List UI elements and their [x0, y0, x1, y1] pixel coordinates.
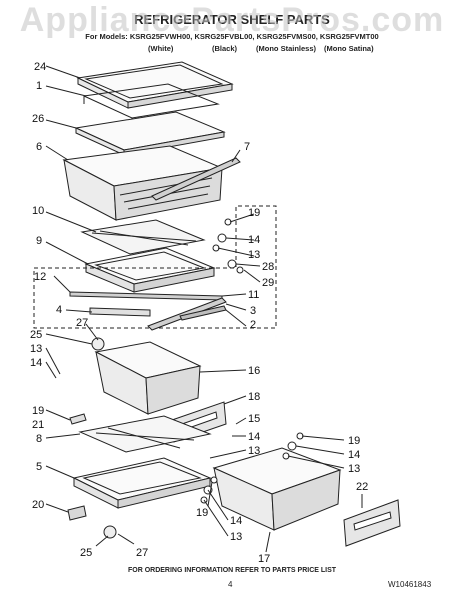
- part-8-glass: [78, 415, 212, 453]
- callout-14e: 14: [230, 515, 242, 527]
- part-9-crisper-cover: [84, 247, 216, 293]
- callout-29: 29: [262, 277, 274, 289]
- variant-black: (Black): [212, 44, 238, 53]
- callout-19c: 19: [348, 435, 360, 447]
- callout-14b: 14: [30, 357, 42, 369]
- variant-mono-stainless: (Mono Stainless): [256, 44, 317, 53]
- document-number: W10461843: [388, 580, 432, 589]
- callout-13b: 13: [30, 343, 42, 355]
- callout-8: 8: [36, 433, 42, 445]
- part-26-glass-shelf: [74, 111, 226, 156]
- callout-19b: 19: [32, 405, 44, 417]
- callout-14c: 14: [248, 431, 260, 443]
- callout-17: 17: [258, 553, 270, 565]
- callout-6: 6: [36, 141, 42, 153]
- callout-24: 24: [34, 61, 46, 73]
- part-24-glass-shelf: [76, 61, 234, 109]
- part-22-drawer-front: [343, 499, 401, 547]
- callout-14d: 14: [348, 449, 360, 461]
- callout-10: 10: [32, 205, 44, 217]
- callout-1: 1: [36, 80, 42, 92]
- part-10-glass-insert: [80, 219, 206, 255]
- callout-2: 2: [250, 319, 256, 331]
- callout-25a: 25: [30, 329, 42, 341]
- callout-9: 9: [36, 235, 42, 247]
- callout-22: 22: [356, 481, 368, 493]
- callout-28: 28: [262, 261, 274, 273]
- watermark: AppliancePartsPros.com: [19, 1, 445, 39]
- callout-11: 11: [248, 289, 259, 301]
- part-11-rail: [69, 291, 223, 301]
- ordering-note: FOR ORDERING INFORMATION REFER TO PARTS …: [127, 567, 337, 574]
- callout-19a: 19: [248, 207, 260, 219]
- part-4-bracket: [89, 307, 151, 317]
- callout-18: 18: [248, 391, 260, 403]
- callout-27a: 27: [76, 317, 88, 329]
- models-line: For Models: KSRG25FVWH00, KSRG25FVBL00, …: [85, 32, 379, 41]
- variant-mono-satina: (Mono Satina): [324, 44, 374, 53]
- callout-13d: 13: [348, 463, 360, 475]
- page-number: 4: [228, 580, 233, 589]
- callout-20: 20: [32, 499, 44, 511]
- part-16-drawer: [94, 341, 202, 415]
- variant-white: (White): [148, 44, 174, 53]
- callout-19d: 19: [196, 507, 208, 519]
- callout-7: 7: [244, 141, 250, 153]
- callout-13c: 13: [248, 445, 260, 457]
- part-17-drawer: [212, 447, 342, 531]
- callout-3: 3: [250, 305, 256, 317]
- part-5-frame: [72, 457, 212, 509]
- callout-12: 12: [34, 271, 46, 283]
- callout-5: 5: [36, 461, 42, 473]
- callout-13e: 13: [230, 531, 242, 543]
- callout-13a: 13: [248, 249, 260, 261]
- callout-15: 15: [248, 413, 260, 425]
- callout-27b: 27: [136, 547, 148, 559]
- callouts: 24 1 26 6 7 10 9 19 14 13 28 29 12 11 4 …: [30, 61, 368, 565]
- page-title: REFRIGERATOR SHELF PARTS: [134, 12, 330, 27]
- part-6-crisper-pan: [62, 145, 224, 221]
- callout-21: 21: [32, 419, 44, 431]
- callout-14a: 14: [248, 234, 260, 246]
- callout-16: 16: [248, 365, 260, 377]
- callout-26: 26: [32, 113, 44, 125]
- part-7-rail: [151, 157, 241, 201]
- callout-25b: 25: [80, 547, 92, 559]
- callout-4: 4: [56, 304, 62, 316]
